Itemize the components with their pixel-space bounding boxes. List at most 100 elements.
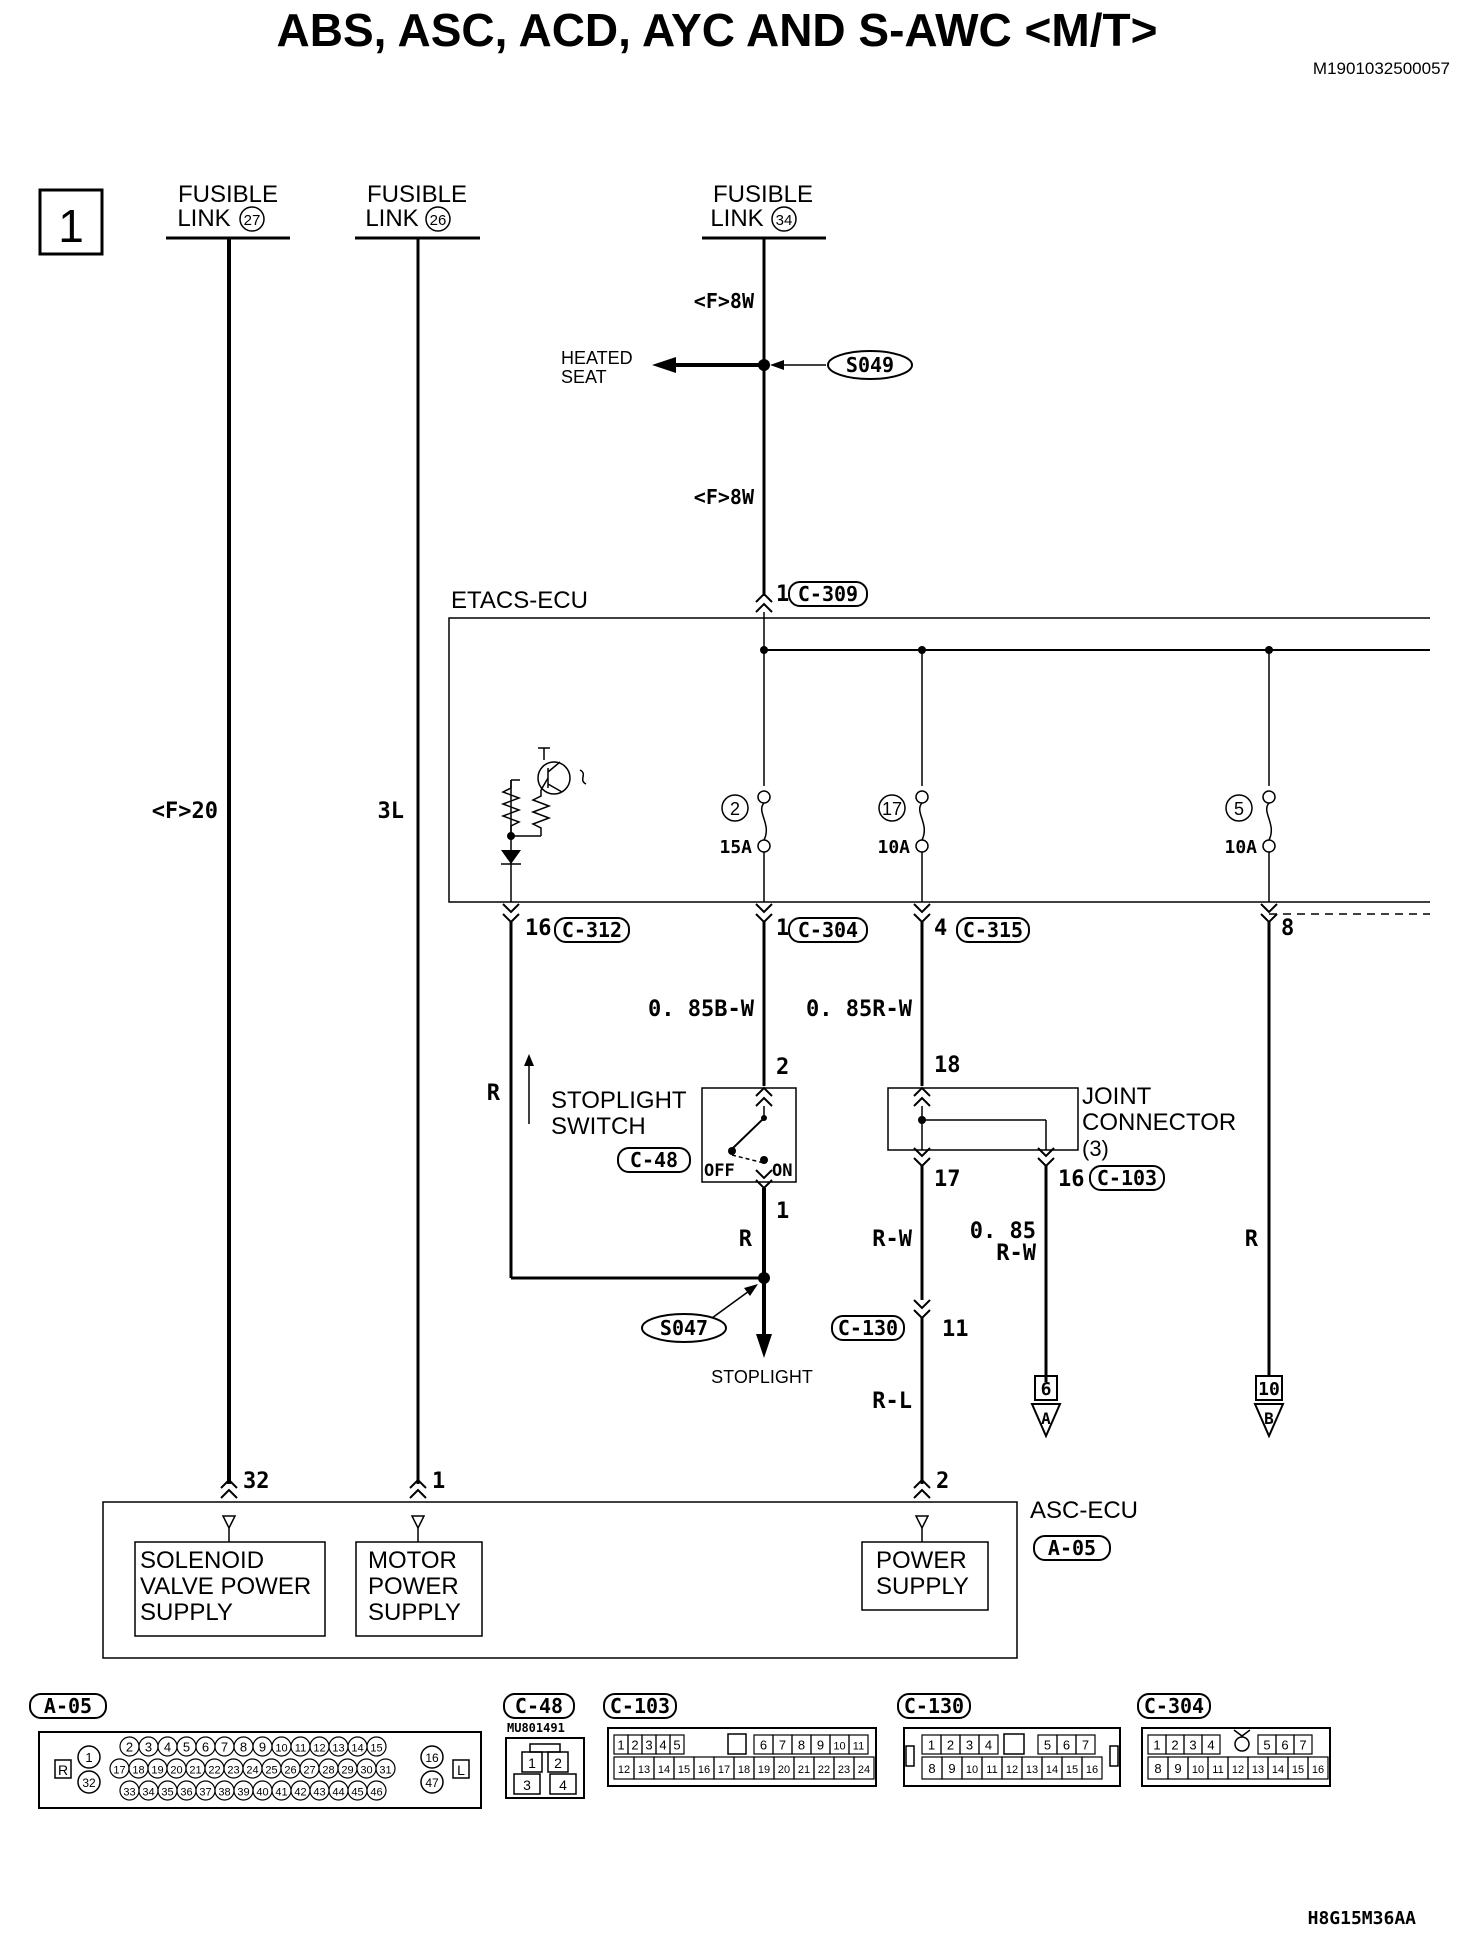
- c103-pin-4: 4: [659, 1738, 666, 1753]
- svg-text:16: 16: [525, 916, 552, 941]
- svg-text:HEATED: HEATED: [561, 348, 633, 368]
- c130-pin-12: 12: [1006, 1764, 1018, 1776]
- svg-text:1: 1: [776, 1199, 789, 1224]
- svg-text:11: 11: [942, 1317, 969, 1342]
- asc-motor-box: MOTOR POWER SUPPLY: [355, 1541, 483, 1637]
- asc-power-box: POWER SUPPLY: [861, 1541, 989, 1611]
- c130-pin-1: 1: [928, 1738, 935, 1753]
- svg-text:17: 17: [882, 799, 902, 819]
- a05-pin-19: 19: [151, 1765, 163, 1777]
- svg-text:R: R: [487, 1081, 501, 1106]
- svg-text:C-130: C-130: [904, 1694, 964, 1718]
- a05-pin-15: 15: [370, 1743, 382, 1755]
- svg-text:C-312: C-312: [562, 918, 622, 942]
- svg-text:3L: 3L: [378, 799, 405, 824]
- svg-text:32: 32: [243, 1469, 270, 1494]
- splice-s047: S047: [641, 1284, 758, 1343]
- a05-pin-26: 26: [284, 1765, 296, 1777]
- a05-pin-44: 44: [332, 1787, 344, 1799]
- svg-text:16: 16: [1058, 1167, 1085, 1192]
- a05-pin-29: 29: [341, 1765, 353, 1777]
- svg-text:SWITCH: SWITCH: [551, 1113, 646, 1140]
- wire-fl26: 3L: [378, 238, 420, 1484]
- svg-text:3: 3: [523, 1777, 531, 1793]
- svg-text:17: 17: [934, 1167, 961, 1192]
- wire-fl27: <F>20: [152, 238, 231, 1484]
- c130-pin-15: 15: [1066, 1764, 1078, 1776]
- c304-pin-4-cell: [1201, 1734, 1221, 1755]
- svg-text:ETACS-ECU: ETACS-ECU: [451, 587, 588, 614]
- a05-pin-11: 11: [295, 1743, 306, 1755]
- svg-text:S049: S049: [846, 353, 894, 377]
- c304-pin-2: 2: [1171, 1738, 1178, 1753]
- connector-view-c48: C-48 MU801491 1 2 3 4: [503, 1693, 585, 1799]
- c103-pin-24: 24: [858, 1764, 870, 1776]
- svg-text:34: 34: [776, 212, 793, 229]
- fusible-link-34: FUSIBLE LINK 34: [702, 181, 826, 240]
- c304-pin-16: 16: [1312, 1764, 1324, 1776]
- svg-text:OFF: OFF: [704, 1161, 735, 1181]
- svg-text:SUPPLY: SUPPLY: [140, 1599, 233, 1626]
- a05-pin-3: 3: [145, 1740, 152, 1755]
- a05-pin-24: 24: [246, 1765, 258, 1777]
- svg-text:LINK: LINK: [177, 205, 230, 232]
- c304-pin-10: 10: [1192, 1764, 1204, 1776]
- c130-pin-10: 10: [966, 1764, 978, 1776]
- c103-pin-13: 13: [638, 1764, 650, 1776]
- c304-pin-12: 12: [1232, 1764, 1244, 1776]
- wire-offpage-a: 0. 85 R-W: [970, 1166, 1048, 1382]
- a05-pin-14: 14: [351, 1743, 363, 1755]
- a05-pin-21: 21: [189, 1765, 201, 1777]
- offpage-connector-b: 10 B: [1253, 1375, 1285, 1439]
- c304-pin-16-cell: [1307, 1756, 1329, 1780]
- svg-text:S047: S047: [660, 1316, 708, 1340]
- wire-stoplight-feedback: R: [487, 922, 770, 1284]
- c103-pin-16: 16: [698, 1764, 710, 1776]
- svg-text:A-05: A-05: [44, 1694, 92, 1718]
- svg-text:26: 26: [430, 212, 447, 229]
- document-code: M1901032500057: [1313, 59, 1450, 78]
- svg-text:4: 4: [934, 916, 947, 941]
- page-number: 1: [58, 200, 84, 252]
- svg-text:2: 2: [554, 1755, 562, 1771]
- c103-pin-11-cell: [848, 1734, 869, 1755]
- svg-text:LINK: LINK: [365, 205, 418, 232]
- svg-text:0. 85B-W: 0. 85B-W: [648, 997, 755, 1022]
- svg-text:1: 1: [432, 1469, 445, 1494]
- svg-text:5: 5: [1234, 799, 1244, 819]
- c304-pin-5: 5: [1263, 1738, 1270, 1753]
- svg-text:47: 47: [425, 1776, 439, 1790]
- c130-pin-5: 5: [1044, 1738, 1051, 1753]
- c304-pin-9: 9: [1174, 1761, 1181, 1776]
- a05-pin-6: 6: [202, 1740, 209, 1755]
- c130-pin-2: 2: [947, 1738, 954, 1753]
- asc-ecu-box: ASC-ECU A-05: [102, 1497, 1138, 1659]
- c103-pin-12: 12: [618, 1764, 630, 1776]
- c103-pin-22: 22: [818, 1764, 830, 1776]
- a05-pin-12: 12: [313, 1743, 325, 1755]
- c103-pin-23: 23: [838, 1764, 850, 1776]
- c304-pin-14: 14: [1272, 1764, 1284, 1776]
- a05-pin-5: 5: [183, 1740, 190, 1755]
- svg-text:FUSIBLE: FUSIBLE: [713, 181, 813, 208]
- a05-pin-37: 37: [199, 1787, 211, 1799]
- svg-text:C-130: C-130: [838, 1316, 898, 1340]
- a05-pin-18: 18: [132, 1765, 144, 1777]
- c304-pin-11: 11: [1212, 1764, 1223, 1776]
- svg-text:4: 4: [559, 1777, 567, 1793]
- svg-text:JOINT: JOINT: [1082, 1083, 1152, 1110]
- a05-pin-41: 41: [275, 1787, 287, 1799]
- c103-pin-11: 11: [853, 1741, 864, 1753]
- c304-pin-7-cell: [1293, 1734, 1313, 1755]
- joint-connector: 18 17 16 C-103 JOINT CONNECTOR (3): [887, 1053, 1236, 1192]
- a05-pin-15-cell: [366, 1736, 387, 1757]
- c103-pin-6: 6: [760, 1738, 767, 1753]
- c130-pin-4-cell: [978, 1734, 999, 1755]
- a05-pin-27: 27: [303, 1765, 315, 1777]
- svg-text:L: L: [457, 1762, 465, 1778]
- c304-pin-6: 6: [1281, 1738, 1288, 1753]
- svg-text:1: 1: [776, 916, 789, 941]
- wire-offpage-b: R: [1245, 922, 1271, 1376]
